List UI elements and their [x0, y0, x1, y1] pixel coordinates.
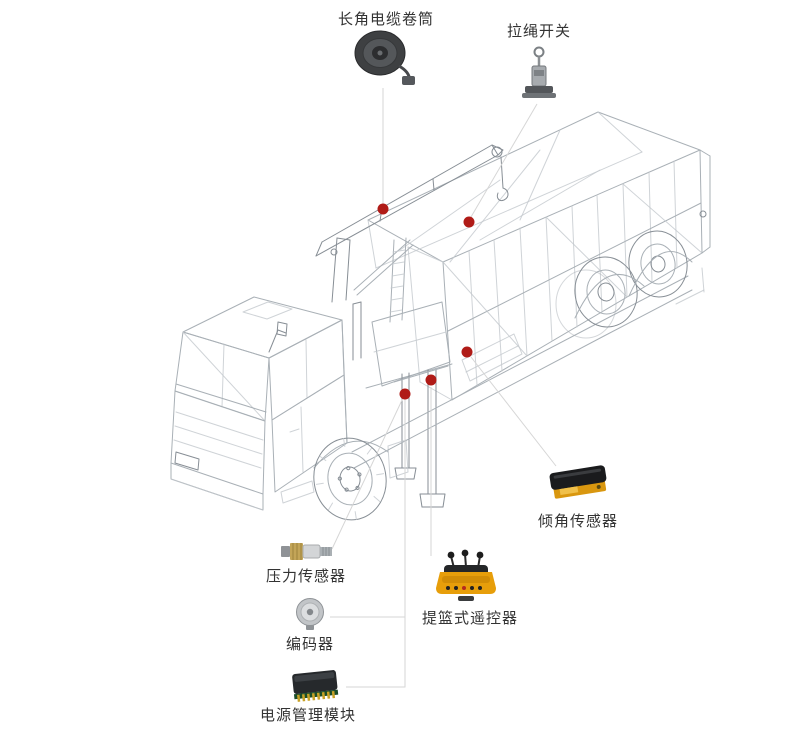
- power-module-label: 电源管理模块: [259, 706, 356, 724]
- truck-bed: [367, 111, 711, 401]
- cable-reel-label: 长角电缆卷筒: [337, 10, 434, 28]
- pressure-sensor-icon[interactable]: [280, 538, 334, 564]
- hotspot-chassis-side[interactable]: [461, 346, 473, 358]
- pull-rope-switch-label: 拉绳开关: [506, 22, 571, 40]
- encoder-label: 编码器: [285, 635, 334, 653]
- tilt-sensor-icon[interactable]: [546, 460, 612, 506]
- connector-pull-rope-switch: [470, 103, 538, 218]
- pressure-sensor-label: 压力传感器: [265, 567, 346, 585]
- tilt-sensor-label: 倾角传感器: [537, 512, 618, 530]
- hotspot-outrigger[interactable]: [399, 388, 411, 400]
- hotspot-hook-area[interactable]: [463, 216, 475, 228]
- hotspot-boom[interactable]: [377, 203, 389, 215]
- pull-rope-switch-icon[interactable]: [518, 46, 558, 104]
- wheels: [313, 230, 693, 521]
- connector-pressure-sensor: [331, 397, 404, 550]
- cable-reel-icon[interactable]: [352, 28, 416, 86]
- connector-power-module: [346, 617, 406, 688]
- basket-remote-icon[interactable]: [432, 548, 500, 604]
- crane: [315, 144, 509, 508]
- encoder-icon[interactable]: [292, 596, 328, 632]
- power-module-icon[interactable]: [286, 664, 344, 704]
- connector-tilt-sensor: [470, 356, 557, 467]
- remote-control-label: 提篮式遥控器: [421, 609, 518, 627]
- hotspot-crane-base[interactable]: [425, 374, 437, 386]
